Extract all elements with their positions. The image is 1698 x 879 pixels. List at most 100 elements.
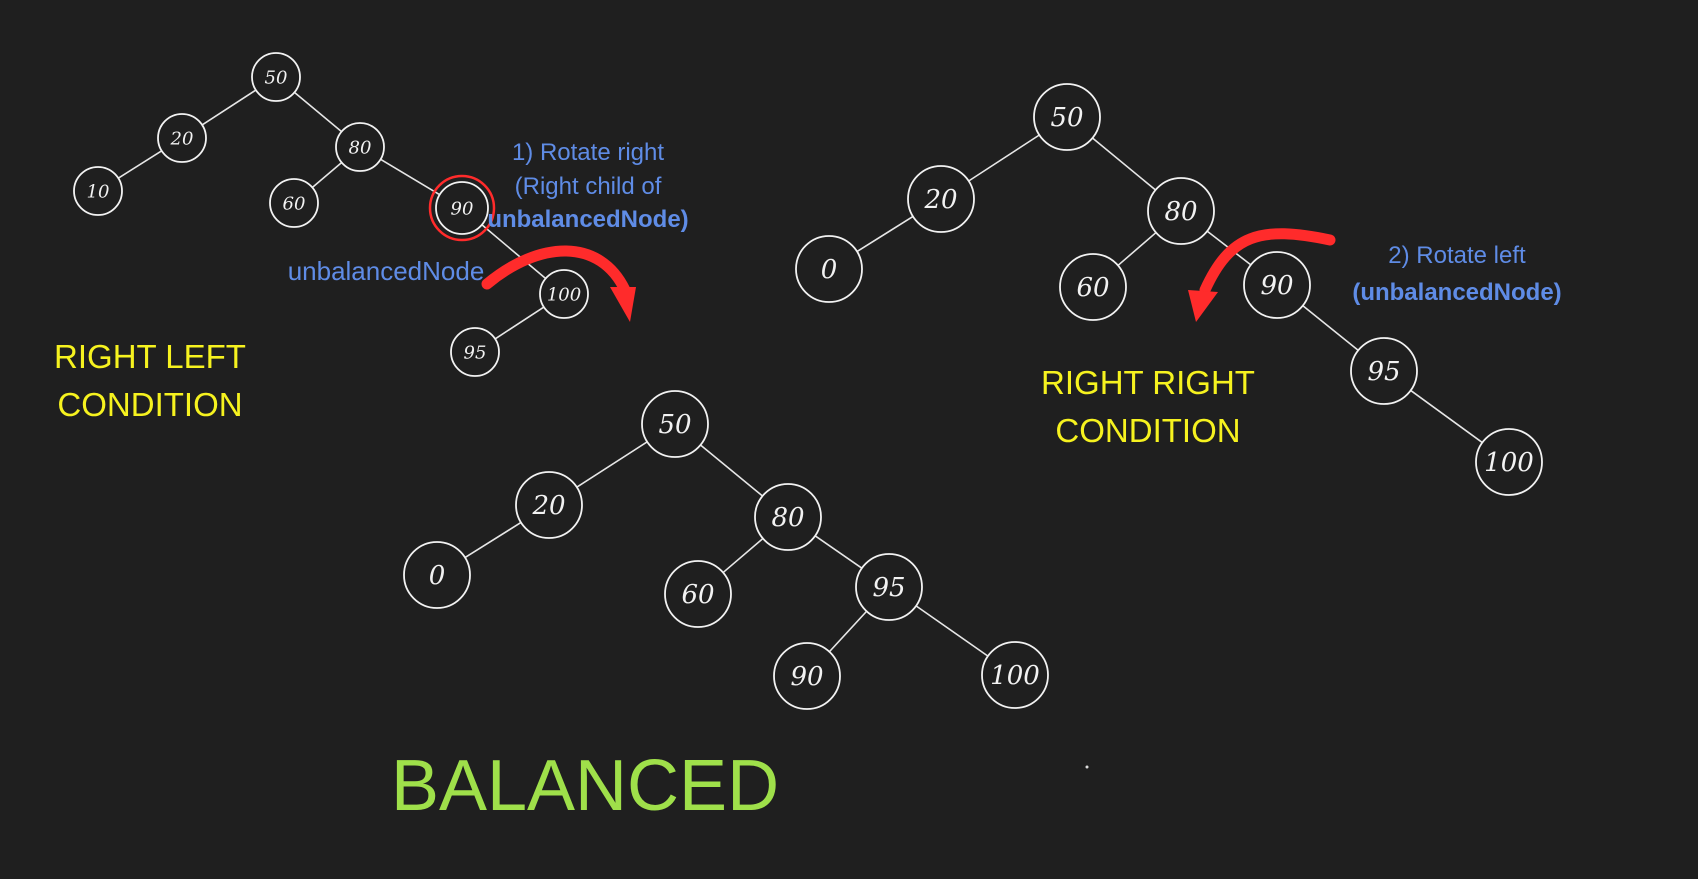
node-circle: [981, 641, 1049, 709]
step2-label-line2: (unbalancedNode): [1352, 279, 1561, 306]
curved-arrow-left-icon: [1188, 228, 1336, 322]
node-label: 10: [87, 182, 110, 203]
step2-label-line1: 2) Rotate left: [1388, 242, 1526, 269]
tree-edge: [1409, 389, 1484, 444]
tree-node-50: 50: [1033, 83, 1101, 151]
tree-edge: [699, 444, 764, 497]
node-label: 90: [451, 199, 474, 220]
unbalanced-node-label: unbalancedNode: [288, 256, 485, 286]
node-circle: [539, 269, 589, 319]
node-circle: [754, 483, 822, 551]
tree-edge: [915, 605, 989, 657]
tree-node-10: 10: [73, 166, 123, 216]
step1-label-line1: 1) Rotate right: [512, 139, 664, 166]
node-label: 80: [349, 138, 372, 159]
tree-edge: [481, 223, 547, 280]
node-circle: [1033, 83, 1101, 151]
tree-node-50: 50: [641, 390, 709, 458]
tree-node-60: 60: [269, 178, 319, 228]
tree-node-90: 90: [773, 642, 841, 710]
node-label: 100: [547, 285, 581, 306]
node-label: 80: [1164, 197, 1197, 227]
node-circle: [335, 122, 385, 172]
tree-right-right: 50 20 80 0 60 90 95 100: [795, 83, 1543, 496]
node-label: 95: [1367, 357, 1400, 387]
node-label: 50: [658, 410, 691, 440]
tree-node-80: 80: [1147, 177, 1215, 245]
right-left-condition-line1: RIGHT LEFT: [54, 338, 246, 375]
tree-edge: [379, 158, 441, 196]
unbalanced-node-highlight: [428, 174, 496, 242]
tree-edge: [201, 89, 257, 126]
node-circle: [907, 165, 975, 233]
node-label: 100: [1484, 448, 1534, 478]
tree-node-20: 20: [157, 113, 207, 163]
node-label: 20: [923, 185, 957, 215]
tree-edge: [293, 91, 343, 133]
tree-right-left: 50 20 80 10 60 90 100 95: [73, 52, 589, 377]
right-right-condition-line1: RIGHT RIGHT: [1041, 364, 1255, 401]
node-circle: [773, 642, 841, 710]
node-circle: [1350, 337, 1418, 405]
node-circle: [1059, 253, 1127, 321]
tree-node-60: 60: [1059, 253, 1127, 321]
node-circle: [269, 178, 319, 228]
tree-edge: [117, 150, 163, 179]
tree-edge: [1301, 304, 1360, 352]
step1-label-line2: (Right child of: [515, 173, 662, 200]
node-label: 0: [821, 255, 838, 285]
tree-edge: [1117, 231, 1157, 267]
tree-edge: [464, 521, 522, 559]
tree-node-60: 60: [664, 560, 732, 628]
tree-node-100: 100: [981, 641, 1049, 709]
tree-edge: [494, 306, 545, 340]
node-label: 60: [283, 194, 306, 215]
node-label: 60: [1076, 273, 1109, 303]
node-circle: [251, 52, 301, 102]
tree-node-100: 100: [1475, 428, 1543, 496]
node-circle: [664, 560, 732, 628]
tree-edge: [575, 441, 649, 488]
curved-arrow-right-icon: [481, 245, 636, 322]
node-label: 0: [429, 561, 446, 591]
node-label: 90: [790, 662, 823, 692]
tree-edge: [311, 161, 343, 189]
node-label: 60: [681, 580, 714, 610]
tree-node-20: 20: [907, 165, 975, 233]
tree-edge: [828, 610, 868, 653]
tree-node-95: 95: [450, 327, 500, 377]
tree-edge: [856, 215, 914, 253]
tree-node-90: 90: [435, 181, 489, 235]
tree-balanced: 50 20 80 0 60 95 90 100: [403, 390, 1049, 710]
tree-edge: [722, 537, 764, 574]
node-circle: [1243, 251, 1311, 319]
node-label: 80: [771, 503, 804, 533]
node-circle: [641, 390, 709, 458]
tree-node-50: 50: [251, 52, 301, 102]
node-circle: [515, 471, 583, 539]
tree-edge: [1091, 137, 1157, 191]
tree-node-0: 0: [403, 541, 471, 609]
node-circle: [73, 166, 123, 216]
right-right-condition-line2: CONDITION: [1055, 412, 1240, 449]
tree-edge: [814, 534, 863, 570]
right-left-condition-line2: CONDITION: [57, 386, 242, 423]
stray-dot: [1085, 765, 1089, 769]
tree-node-80: 80: [754, 483, 822, 551]
node-label: 90: [1260, 271, 1293, 301]
tree-node-20: 20: [515, 471, 583, 539]
tree-node-90: 90: [1243, 251, 1311, 319]
node-circle: [1147, 177, 1215, 245]
tree-node-0: 0: [795, 235, 863, 303]
node-circle: [157, 113, 207, 163]
node-label: 100: [990, 661, 1040, 691]
node-circle: [1475, 428, 1543, 496]
tree-node-95: 95: [855, 553, 923, 621]
node-label: 95: [872, 573, 905, 603]
tree-node-95: 95: [1350, 337, 1418, 405]
node-label: 95: [464, 343, 487, 364]
node-circle: [855, 553, 923, 621]
step1-label-line3: unbalancedNode): [487, 206, 688, 233]
